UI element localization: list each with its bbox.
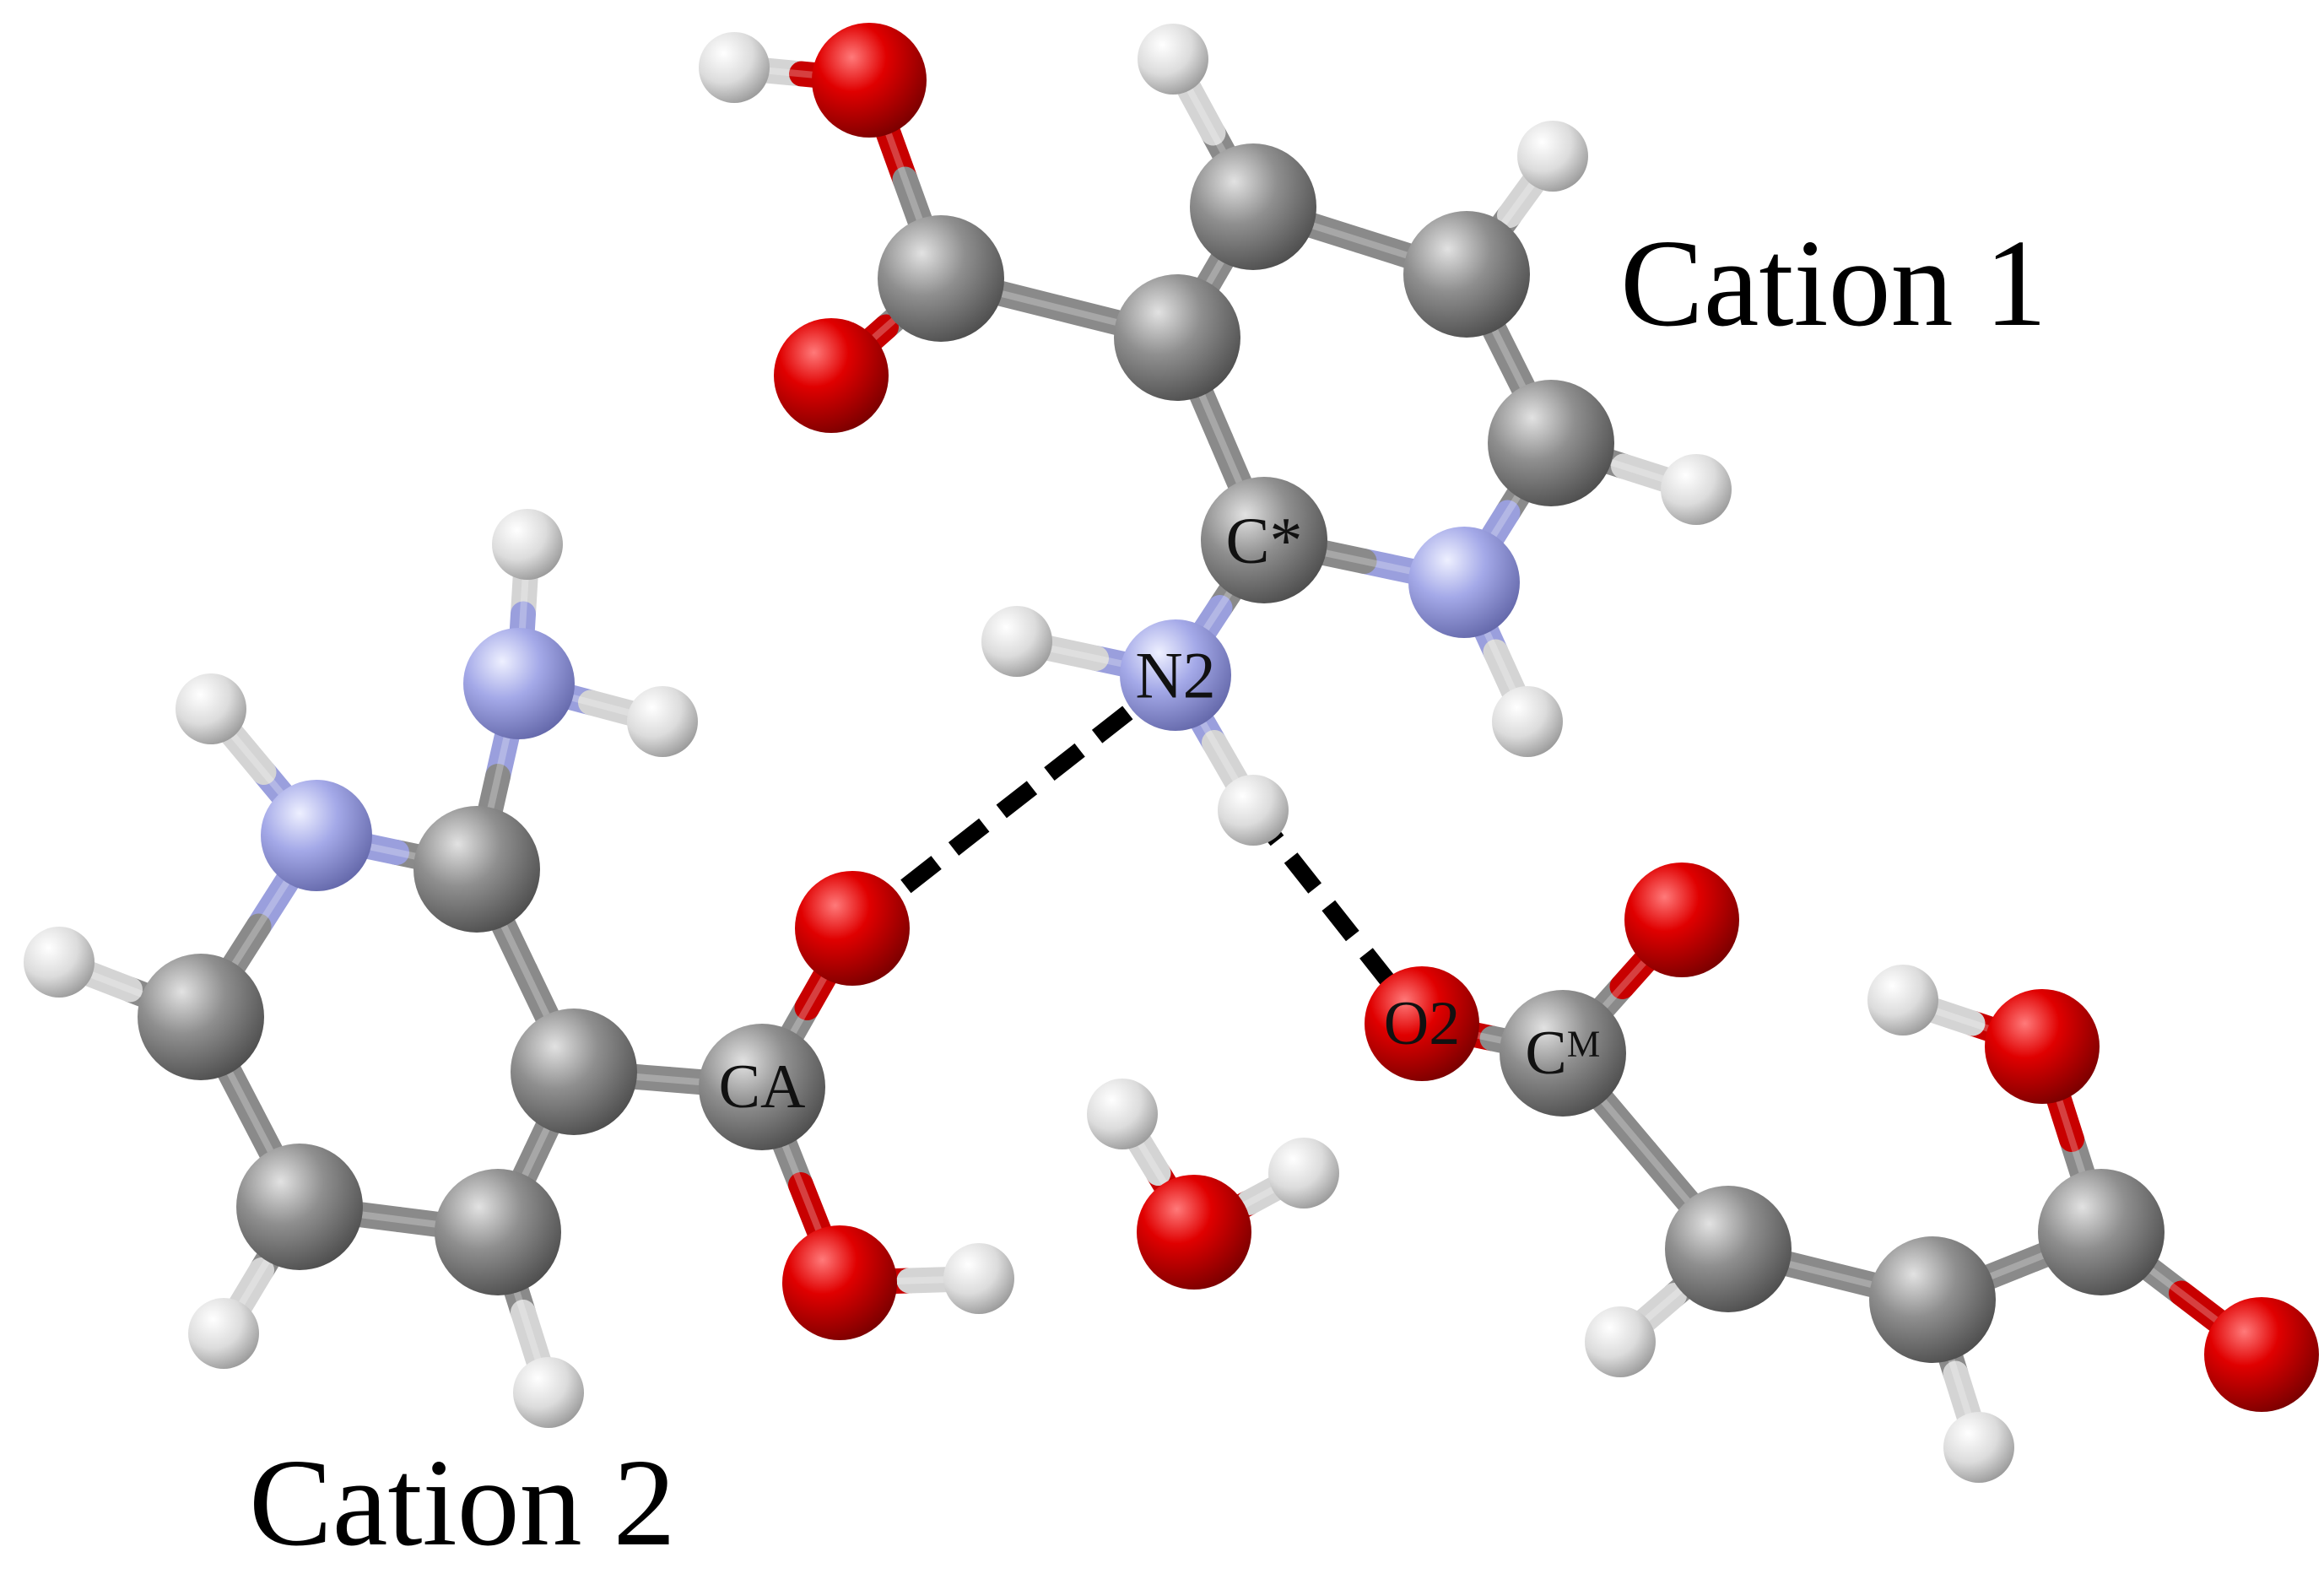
atom-h-m2 (1585, 1306, 1656, 1377)
atom-c-star (1201, 477, 1327, 603)
atom-h-w2 (1268, 1138, 1339, 1209)
atom-o-dbl1 (774, 318, 889, 433)
atom-c-r4 (1488, 380, 1614, 506)
atoms-layer (24, 23, 2319, 1483)
atom-c-r1 (1114, 274, 1240, 401)
atom-o-dbl3 (1624, 863, 1739, 977)
atom-h-nr2 (176, 673, 246, 744)
atom-o2 (1365, 966, 1479, 1081)
atom-h-r4 (1661, 454, 1732, 525)
atom-h-nh2a (492, 509, 563, 580)
atom-n-nh2 (463, 628, 575, 739)
atom-o-dbl2 (795, 871, 910, 986)
atom-h-n2b (1218, 775, 1289, 846)
atom-c-r2 (1190, 143, 1316, 270)
atom-h-n2a (981, 606, 1052, 677)
atom-c-co1 (878, 215, 1004, 342)
hydrogen-bond-N2-O_dbl2 (846, 668, 1181, 935)
atom-label-c-star: C* (1225, 504, 1302, 577)
atom-h-nr1 (1492, 686, 1563, 757)
atom-c-m4 (2038, 1169, 2165, 1295)
atom-o-w (1137, 1175, 1251, 1290)
atom-h-w1 (1087, 1079, 1158, 1149)
atom-label-c-m: Cᴹ (1525, 1019, 1600, 1088)
atom-o-dbl4 (2204, 1297, 2319, 1412)
atom-o-oh2 (782, 1225, 897, 1340)
cation-2-title: Cation 2 (249, 1434, 676, 1572)
atom-n-r2 (261, 780, 372, 891)
hydrogen-bonds-layer (846, 668, 1429, 1030)
atom-c-r6 (236, 1144, 363, 1270)
atom-h-r5 (24, 927, 95, 998)
atom-h-r7 (513, 1357, 584, 1428)
atom-c-m3 (1869, 1236, 1996, 1363)
cation-1-title: Cation 1 (1620, 214, 2047, 353)
atom-h-r3 (1517, 121, 1588, 192)
atom-n2 (1120, 619, 1231, 731)
atom-c-r7 (435, 1169, 561, 1295)
atom-c-r5 (138, 954, 264, 1080)
atom-label-o2: O2 (1384, 989, 1460, 1058)
atom-h-oh1 (699, 32, 770, 103)
atom-o-oh3 (1985, 989, 2100, 1104)
atom-h-oh2 (943, 1243, 1014, 1314)
atom-h-m3 (1943, 1412, 2014, 1483)
atom-c-r8 (511, 1009, 637, 1135)
atom-label-n2: N2 (1135, 639, 1215, 712)
atom-c-r3 (1403, 211, 1530, 338)
atom-h-nh2b (627, 686, 698, 757)
atom-c-c2 (413, 806, 540, 933)
atom-c-m (1500, 990, 1626, 1117)
atom-h-oh3 (1867, 965, 1938, 1036)
atom-h-r2 (1138, 24, 1208, 95)
hydrogen-bond-H_n2b-O2 (1246, 804, 1429, 1030)
atom-h-r6 (188, 1298, 259, 1369)
atom-c-ca (699, 1024, 825, 1150)
atom-label-ca: CA (719, 1052, 806, 1122)
atom-n-r1 (1408, 527, 1520, 638)
atom-o-oh1 (812, 23, 927, 138)
atom-c-m2 (1665, 1186, 1792, 1312)
